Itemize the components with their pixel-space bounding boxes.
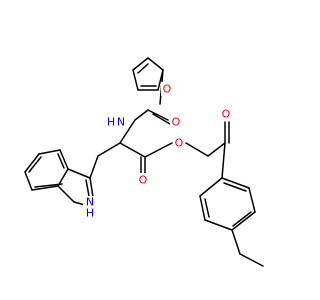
bond [89, 155, 99, 179]
bond [199, 177, 223, 197]
ester-oxygen-label: O [175, 137, 184, 150]
bond [248, 187, 256, 213]
double-bond-inner [223, 182, 247, 192]
bond [147, 109, 169, 121]
bond [89, 177, 94, 198]
label-mask [220, 107, 232, 121]
bond [147, 57, 164, 71]
carbonyl-oxygen-label: O [139, 174, 148, 187]
double-bond-inner [28, 156, 42, 173]
double-bond-inner [204, 198, 210, 218]
amide-group [134, 69, 171, 125]
double-bond-inner [137, 63, 149, 74]
label-mask [108, 115, 124, 129]
bond [67, 168, 91, 179]
bond [24, 153, 40, 173]
backbone [97, 119, 173, 174]
atom-labels: O H N O O O O N H [83, 82, 232, 220]
bond [221, 142, 226, 179]
bond [231, 229, 241, 255]
bond [132, 57, 149, 71]
ketone-oxygen-label: O [222, 108, 231, 121]
bond [57, 168, 69, 187]
ethylphenyl-ring [199, 177, 264, 267]
ester-ketone-chain [185, 121, 230, 179]
amide-oxygen-label: O [172, 116, 181, 129]
label-mask [170, 115, 182, 129]
double-bond-inner [57, 153, 65, 169]
indole-hydrogen-label: H [86, 207, 94, 220]
bond [31, 185, 59, 191]
double-bond-inner [85, 179, 90, 197]
bond [97, 142, 121, 157]
bond [24, 171, 33, 191]
double-bond-inner [34, 183, 63, 188]
label-mask [137, 173, 149, 187]
label-mask [161, 82, 173, 96]
bond [199, 195, 206, 221]
molecule-canvas: O H N O O O O N H [24, 57, 264, 267]
furan-ring [132, 57, 164, 91]
label-mask [173, 136, 185, 150]
bond [204, 219, 233, 231]
bond [38, 149, 61, 155]
bond [207, 142, 226, 157]
bond [231, 211, 256, 231]
indole-nitrogen-label: N [86, 196, 94, 209]
bond [239, 253, 264, 267]
label-mask [83, 196, 97, 220]
amide-hydrogen-label: H [107, 116, 115, 129]
structure-diagram: O H N O O O O N H [24, 57, 264, 267]
bond [59, 149, 69, 170]
bond [119, 142, 146, 158]
double-bond-inner [232, 211, 252, 227]
furan-oxygen-label: O [163, 83, 172, 96]
bond [221, 177, 250, 189]
amide-nitrogen-label: N [117, 116, 125, 129]
bond [132, 69, 139, 91]
bond [185, 142, 209, 157]
bond [134, 109, 149, 121]
bond [119, 119, 136, 144]
bond [144, 142, 173, 158]
double-bond-inner [152, 113, 171, 125]
bond [57, 185, 75, 203]
